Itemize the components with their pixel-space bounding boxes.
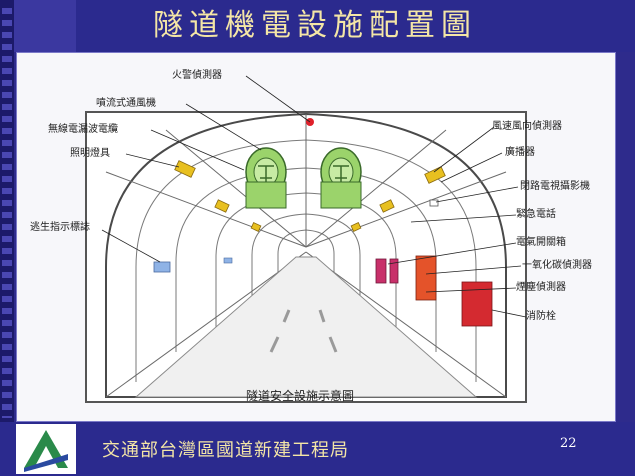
label-emergency-phone: 緊急電話	[516, 209, 556, 220]
page-number: 22	[560, 436, 577, 451]
perspective-line	[105, 171, 307, 248]
cabinet-mark	[415, 255, 437, 301]
label-hydrant: 消防栓	[526, 311, 556, 322]
light-fixture	[250, 222, 262, 232]
jet-fan-blades	[333, 165, 349, 182]
hydrant-mark	[461, 281, 493, 327]
tunnel-diagram	[85, 75, 527, 403]
diagram-caption: 隧道安全設施示意圖	[245, 389, 354, 403]
callout-line	[245, 75, 311, 123]
light-fixture	[214, 199, 230, 213]
label-smoke-detector: 煙塵偵測器	[516, 282, 566, 293]
perspective-line	[305, 251, 507, 398]
org-logo-icon	[16, 424, 76, 474]
label-leaky-cable: 無線電漏波電纜	[48, 124, 118, 135]
left-deco-strip	[0, 0, 14, 476]
perspective-line	[305, 171, 507, 248]
lane-marking	[318, 309, 326, 323]
callout-line	[435, 186, 519, 203]
light-fixture	[350, 222, 362, 232]
callout-line	[433, 126, 495, 173]
switch-box-mark	[375, 258, 387, 284]
perspective-line	[105, 251, 307, 398]
evac-sign-mark	[223, 257, 233, 264]
evac-sign-mark	[153, 261, 171, 273]
jet-fan-right	[320, 147, 362, 209]
label-co-detector: 一氧化碳偵測器	[522, 260, 592, 271]
lane-marking	[328, 336, 338, 353]
light-fixture	[424, 166, 446, 184]
jet-fan-blades	[258, 165, 274, 182]
callout-line	[150, 129, 245, 171]
callout-line	[185, 103, 262, 151]
label-evac-sign: 逃生指示標誌	[30, 222, 90, 233]
callout-line	[491, 309, 527, 318]
callout-line	[410, 214, 517, 223]
callout-line	[440, 152, 503, 183]
label-broadcast: 廣播器	[505, 147, 535, 158]
label-anemometer: 風速風向偵測器	[492, 121, 562, 132]
label-lighting: 照明燈具	[70, 148, 110, 159]
page-title: 隧道機電設施配置圖	[153, 8, 477, 43]
perspective-line	[305, 129, 447, 248]
switch-box-mark	[389, 258, 399, 284]
label-jet-fan: 噴流式通風機	[96, 98, 156, 109]
label-fire-detector: 火警偵測器	[172, 70, 222, 81]
perspective-line	[165, 129, 307, 248]
header-accent-block	[14, 0, 76, 52]
jet-fan-left	[245, 147, 287, 209]
callout-line	[387, 242, 517, 265]
callout-line	[101, 229, 161, 263]
callout-line	[425, 287, 517, 293]
jet-fan-body-lower	[320, 181, 362, 209]
label-cctv: 閉路電視攝影機	[520, 181, 590, 192]
road-surface	[134, 256, 478, 398]
label-switch-box: 電氣開關箱	[516, 237, 566, 248]
light-fixture	[174, 160, 196, 178]
cctv-mark	[429, 199, 439, 207]
lane-marking	[282, 309, 291, 323]
jet-fan-body-lower	[245, 181, 287, 209]
lane-marking	[269, 336, 280, 353]
footer-band	[0, 422, 635, 476]
callout-line	[125, 153, 180, 168]
callout-line	[425, 265, 522, 275]
footer-org-name: 交通部台灣區國道新建工程局	[102, 440, 349, 461]
light-fixture	[379, 199, 395, 213]
deco-dots	[2, 8, 12, 418]
header-band	[0, 0, 635, 52]
